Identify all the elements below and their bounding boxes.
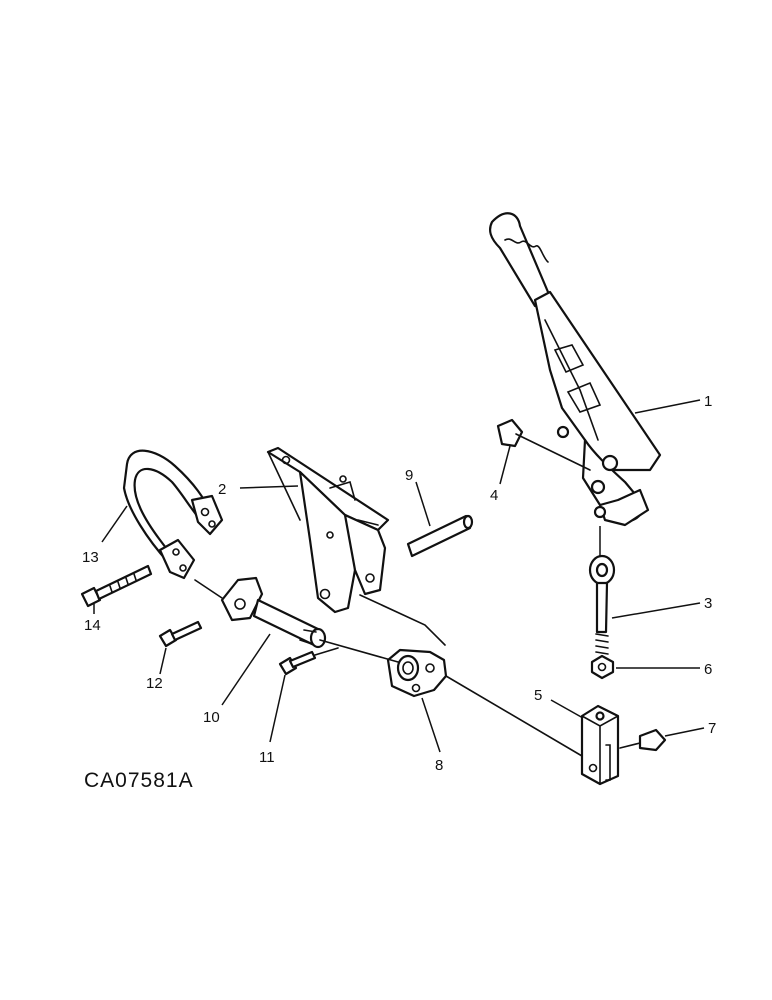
callout-4: 4: [490, 487, 498, 504]
pivot-pin: [496, 418, 591, 471]
callout-14: 14: [84, 617, 101, 634]
callout-5: 5: [534, 687, 542, 704]
callout-2: 2: [218, 481, 226, 498]
callout-3: 3: [704, 595, 712, 612]
callout-11: 11: [259, 749, 275, 766]
callout-8: 8: [435, 757, 443, 774]
lever-shaft: [194, 576, 327, 649]
callout-1: 1: [704, 393, 712, 410]
drawing-code: CA07581A: [84, 769, 194, 792]
callout-13: 13: [82, 549, 99, 566]
hex-nut: [590, 654, 615, 680]
mounting-bracket: [266, 446, 390, 614]
callout-6: 6: [704, 661, 712, 678]
flange-block: [319, 639, 448, 698]
connection-lines: [267, 451, 583, 757]
callout-9: 9: [405, 467, 413, 484]
callout-12: 12: [146, 675, 163, 692]
set-screw: [158, 620, 203, 648]
long-bolt: [80, 564, 153, 608]
callout-10: 10: [203, 709, 220, 726]
eye-bolt-rod: [588, 526, 616, 655]
clevis-yoke: [580, 704, 620, 786]
band-clamp: [122, 449, 224, 580]
clevis-bolt: [619, 728, 667, 752]
callout-7: 7: [708, 720, 716, 737]
straight-pin: [406, 514, 474, 558]
hand-lever: [489, 212, 662, 527]
small-bolt: [278, 647, 339, 676]
